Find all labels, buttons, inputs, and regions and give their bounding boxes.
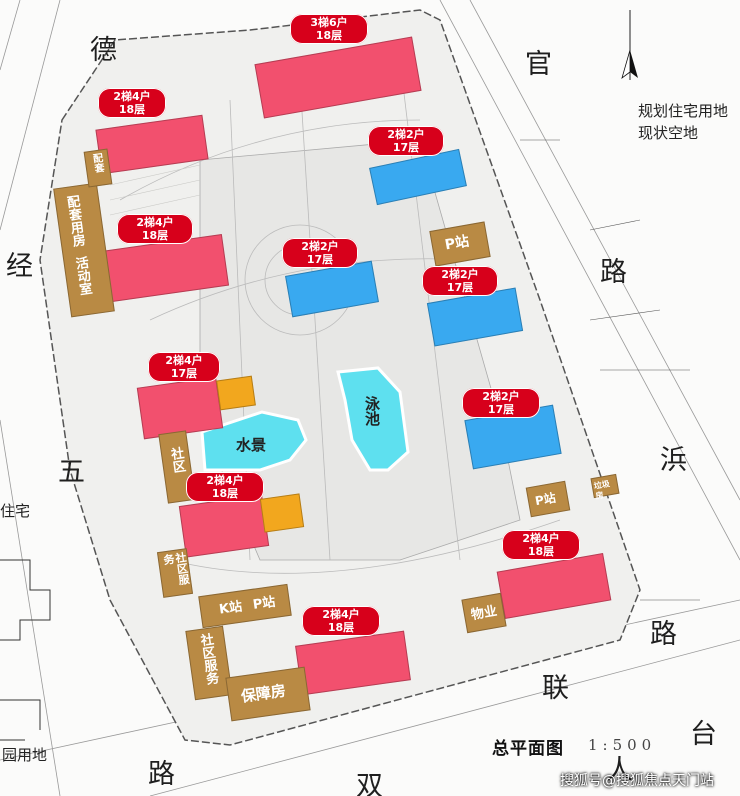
facility-label: P站	[251, 594, 277, 613]
facility-label: P站	[443, 233, 471, 254]
land-note: 现状空地	[638, 124, 699, 142]
watermark: 搜狐号@搜狐焦点天门站	[560, 773, 714, 789]
map-scale: 1:500	[588, 736, 657, 754]
residential-building	[259, 493, 305, 533]
road-char: 路	[650, 619, 677, 650]
facility-label: 物业	[469, 603, 499, 624]
facility-label: 社区服务	[161, 551, 191, 586]
map-title: 总平面图	[492, 739, 564, 759]
road-char: 官	[525, 49, 552, 80]
facility-label: 社区	[167, 446, 186, 474]
road-char: 五	[58, 457, 85, 488]
facility-wuye: 物业	[461, 592, 507, 634]
facility-shequ-fuwu: 社区服务	[156, 548, 194, 598]
facility-label: 垃圾房	[593, 479, 611, 501]
land-note: 住宅	[0, 502, 31, 520]
road-char: 双	[356, 771, 383, 796]
residential-building	[216, 375, 256, 411]
facility-small: 配套	[83, 148, 113, 188]
facility-small: 垃圾房	[590, 473, 620, 501]
facility-label: 配套用房	[63, 194, 86, 248]
facility-label: P站	[533, 490, 557, 509]
north-arrow-icon	[621, 10, 638, 80]
water-feature-label: 水景	[236, 436, 267, 454]
road-char: 德	[90, 35, 117, 66]
facility-label: 社区服务	[196, 632, 219, 686]
facility-label: 保障房	[239, 681, 287, 706]
land-note: 园用地	[2, 746, 48, 764]
road-char: 路	[148, 759, 175, 790]
road-char: 联	[542, 673, 569, 704]
road-char: 台	[690, 719, 717, 750]
road-char: 浜	[660, 445, 687, 476]
facility-label: 活动室	[71, 255, 93, 297]
facility-label: 配套	[89, 152, 104, 174]
land-note: 规划住宅用地	[638, 102, 729, 120]
road-char: 经	[6, 251, 33, 282]
road-char: 人	[606, 755, 633, 786]
residential-building	[136, 376, 224, 440]
facility-label: K站	[218, 599, 244, 618]
pool-label: 泳池	[363, 396, 381, 426]
road-char: 路	[600, 257, 627, 288]
